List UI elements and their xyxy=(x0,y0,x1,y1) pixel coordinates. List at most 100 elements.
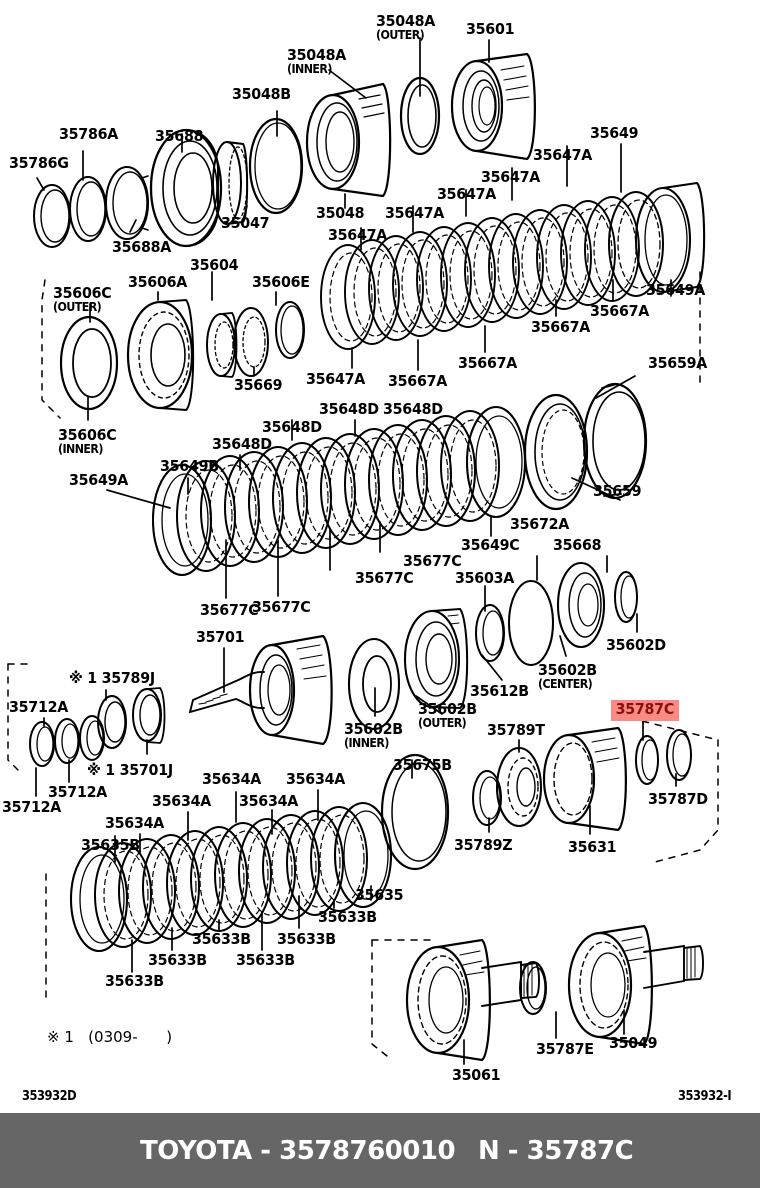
part-label-text: 35602D xyxy=(606,636,666,654)
part-label-35677c: 35677C xyxy=(200,602,259,619)
part-label-35688: 35688 xyxy=(155,128,204,145)
part-label-text: 35606C xyxy=(53,284,112,302)
part-label-1-35701j: ※ 1 35701J xyxy=(87,761,173,779)
part-label-text: 35787D xyxy=(648,790,708,808)
part-label-35048a: 35048A(INNER) xyxy=(287,46,346,76)
part-label-35633b: 35633B xyxy=(148,951,207,969)
part-label-text: 35601 xyxy=(466,20,515,38)
part-label-35659a: 35659A xyxy=(648,355,707,372)
part-label-text: 35648D xyxy=(319,400,379,418)
part-label-qualifier: (OUTER) xyxy=(418,715,467,730)
part-label-text: 35633B xyxy=(148,951,207,969)
part-label-text: 35061 xyxy=(452,1066,501,1084)
part-label-35061: 35061 xyxy=(452,1066,501,1084)
part-label-text: 35612B xyxy=(470,682,529,700)
diagram-artwork xyxy=(7,37,719,1065)
part-label-text: 35635 xyxy=(355,886,404,904)
part-label-text: 35647A xyxy=(533,146,592,164)
part-label-35789t: 35789T xyxy=(487,721,545,739)
part-label-35672a: 35672A xyxy=(510,516,569,533)
part-label-text: 35677C xyxy=(355,569,414,587)
part-label-35048b: 35048B xyxy=(232,85,291,103)
part-label-35668: 35668 xyxy=(553,536,602,554)
part-label-text: 35647A xyxy=(481,168,540,186)
part-label-35712a: 35712A xyxy=(48,784,107,801)
part-label-text: 35631 xyxy=(568,838,617,856)
part-label-35634a: 35634A xyxy=(202,771,261,788)
part-label-text: 35633B xyxy=(105,972,164,990)
part-label-text: 35649A xyxy=(646,281,705,299)
part-label-35647a: 35647A xyxy=(481,168,540,186)
part-label-35604: 35604 xyxy=(190,257,239,274)
part-label-text: 35048 xyxy=(316,204,365,222)
part-label-qualifier: (INNER) xyxy=(287,61,332,76)
part-label-text: 35648D xyxy=(212,435,272,453)
part-label-35634a: 35634A xyxy=(105,814,164,832)
footnote-note-1: ※ 1 (0309- ) xyxy=(47,1028,173,1046)
part-label-35602b: 35602B(OUTER) xyxy=(418,700,477,730)
part-label-35047: 35047 xyxy=(221,215,270,232)
part-label-text: 35634A xyxy=(152,792,211,810)
part-label-35647a: 35647A xyxy=(385,204,444,222)
part-label-35634a: 35634A xyxy=(152,792,211,810)
part-label-text: 35787E xyxy=(536,1040,594,1058)
part-label-35787c[interactable]: 35787C xyxy=(611,700,679,721)
part-label-35647a: 35647A xyxy=(437,186,496,203)
part-label-text: 35633B xyxy=(192,930,251,948)
part-label-35606c: 35606C(INNER) xyxy=(58,426,117,456)
part-label-35649c: 35649C xyxy=(461,537,520,554)
part-label-35612b: 35612B xyxy=(470,682,529,700)
part-label-text: 35049 xyxy=(609,1034,658,1052)
part-label-text: 35659 xyxy=(593,482,642,500)
part-label-text: 35633B xyxy=(277,930,336,948)
part-label-35667a: 35667A xyxy=(458,355,517,372)
part-label-text: ※ 1 35701J xyxy=(87,761,173,779)
part-label-text: 35606E xyxy=(252,273,310,291)
part-label-35649b: 35649B xyxy=(160,457,219,475)
part-label-35688a: 35688A xyxy=(112,238,171,256)
footer-part-number: TOYOTA - 3578760010 xyxy=(140,1135,456,1166)
part-label-35649a: 35649A xyxy=(646,281,705,299)
part-label-qualifier: (OUTER) xyxy=(53,299,102,314)
part-label-text: 35688A xyxy=(112,238,171,256)
part-label-35647a: 35647A xyxy=(328,227,387,244)
footer-reference: N - 35787C xyxy=(478,1135,634,1166)
part-label-text: 35668 xyxy=(553,536,602,554)
part-label-text: 35647A xyxy=(385,204,444,222)
part-label-text: 35635B xyxy=(81,836,140,854)
part-label-35648d: 35648D xyxy=(262,418,322,436)
part-label-text: 35669 xyxy=(234,376,283,394)
part-label-35648d: 35648D xyxy=(319,400,379,418)
part-label-qualifier: (OUTER) xyxy=(376,27,425,42)
part-label-text: 35647A xyxy=(306,370,365,388)
part-label-text: 35048A xyxy=(287,46,346,64)
part-label-qualifier: (INNER) xyxy=(344,735,389,750)
part-label-text: 35701 xyxy=(196,628,245,646)
part-label-text: 35048B xyxy=(232,85,291,103)
part-label-text: 35633B xyxy=(318,908,377,926)
exploded-parts-illustration xyxy=(7,37,719,1065)
part-label-text: 35712A xyxy=(9,698,68,716)
part-label-text: 35649 xyxy=(590,124,639,142)
part-label-35631: 35631 xyxy=(568,838,617,856)
part-label-text: 35648D xyxy=(262,418,322,436)
part-label-text: 35649B xyxy=(160,457,219,475)
part-label-text: 35667A xyxy=(590,302,649,320)
part-label-text: 35634A xyxy=(239,792,298,810)
part-label-35649a: 35649A xyxy=(69,471,128,489)
part-label-35602b: 35602B(CENTER) xyxy=(538,662,597,691)
part-label-text: 35649A xyxy=(69,471,128,489)
part-label-35649: 35649 xyxy=(590,124,639,142)
part-label-text: 35648D xyxy=(383,400,443,418)
part-label-35667a: 35667A xyxy=(388,373,447,390)
part-label-text: 35606C xyxy=(58,426,117,444)
part-label-text: 35634A xyxy=(105,814,164,832)
part-label-35633b: 35633B xyxy=(318,908,377,926)
part-label-qualifier: (CENTER) xyxy=(538,676,593,691)
part-label-35634a: 35634A xyxy=(286,771,345,788)
part-label-35633b: 35633B xyxy=(105,972,164,990)
part-label-qualifier: (INNER) xyxy=(58,441,103,456)
part-label-text: 35602B xyxy=(418,700,477,718)
part-label-text: 35789T xyxy=(487,721,545,739)
part-label-35667a: 35667A xyxy=(590,302,649,320)
